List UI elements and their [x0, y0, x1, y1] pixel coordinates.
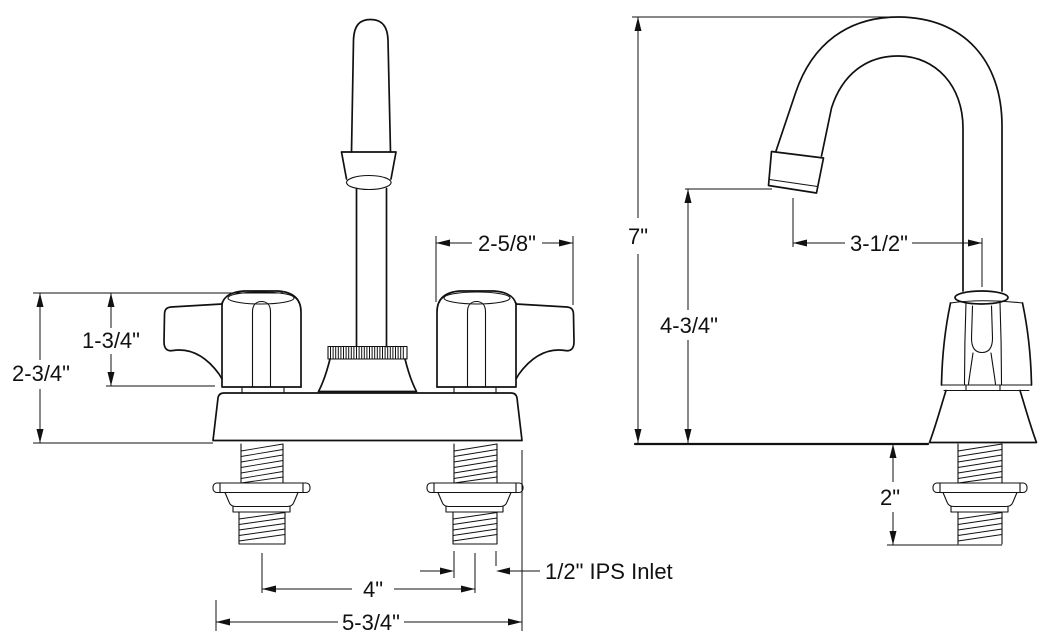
front-handle-left-stem [241, 386, 285, 394]
dim-label-overall-height: 7" [628, 224, 648, 249]
side-handle [928, 290, 1038, 444]
front-aerator-rim [345, 174, 392, 191]
side-dimensions: 7" 4-3/4" 3-1/2" 2" [628, 16, 1002, 546]
front-handle-right-slot [466, 300, 487, 388]
dim-center-spacing: 4" [261, 553, 476, 602]
dim-spout-outlet-height: 4-3/4" [660, 189, 718, 443]
front-handle-left [163, 290, 302, 394]
front-dimensions: 2-3/4" 1-3/4" 2-5/8" [12, 231, 673, 635]
dim-label-base-width: 5-3/4" [342, 610, 400, 635]
front-locknut-left [212, 482, 311, 494]
dim-label-center-spacing: 4" [363, 577, 383, 602]
dim-handle-span: 2-5/8" [435, 231, 574, 305]
front-nut-outline [327, 345, 408, 360]
side-view: 7" 4-3/4" 3-1/2" 2" [628, 16, 1038, 546]
dim-label-handle-height: 1-3/4" [82, 328, 140, 353]
dim-label-inlet: 1/2" IPS Inlet [545, 559, 673, 584]
side-locknut [932, 482, 1028, 494]
side-escutcheon [928, 389, 1038, 444]
side-spout-inner [820, 55, 964, 292]
front-handle-left-slot [251, 300, 272, 388]
front-handle-left-cap [227, 291, 295, 305]
front-deck [212, 392, 523, 442]
front-spout-tube [350, 18, 392, 153]
front-aerator [340, 151, 397, 180]
dim-label-spout-outlet-height: 4-3/4" [660, 313, 718, 338]
dim-label-spout-reach: 3-1/2" [850, 231, 908, 256]
side-handle-panel [963, 301, 1003, 386]
dim-inlet: 1/2" IPS Inlet [420, 551, 673, 584]
dim-overall-deck-height: 2-3/4" [12, 293, 70, 443]
dim-spout-reach: 3-1/2" [793, 231, 983, 287]
front-handle-right-stem [453, 386, 497, 394]
dim-label-overall-deck-height: 2-3/4" [12, 361, 70, 386]
side-aerator-rim [768, 178, 819, 188]
front-locknut-right [426, 482, 524, 494]
front-handle-right-cap [443, 291, 511, 305]
front-shank-right-step [437, 491, 512, 513]
dim-overall-height: 7" [628, 17, 648, 443]
front-view: 2-3/4" 1-3/4" 2-5/8" [12, 18, 673, 635]
front-shank-right [426, 443, 524, 545]
dim-label-handle-span: 2-5/8" [478, 231, 536, 256]
front-lower-tube [355, 187, 388, 348]
side-handle-slot [970, 305, 994, 354]
dim-label-shank-length: 2" [880, 485, 900, 510]
dim-handle-height: 1-3/4" [82, 293, 140, 386]
side-shank [932, 443, 1028, 545]
side-shank-step [942, 491, 1018, 513]
side-handle-cap [954, 290, 1009, 305]
front-shank-left-step [224, 491, 299, 513]
front-escutcheon [317, 358, 418, 393]
front-spout [317, 18, 418, 393]
side-handle-band [940, 384, 1033, 392]
dim-shank-length: 2" [880, 444, 900, 545]
dim-base-width: 5-3/4" [215, 450, 523, 635]
front-shank-left [212, 443, 311, 545]
front-handle-right [436, 290, 575, 394]
side-aerator [767, 150, 825, 194]
